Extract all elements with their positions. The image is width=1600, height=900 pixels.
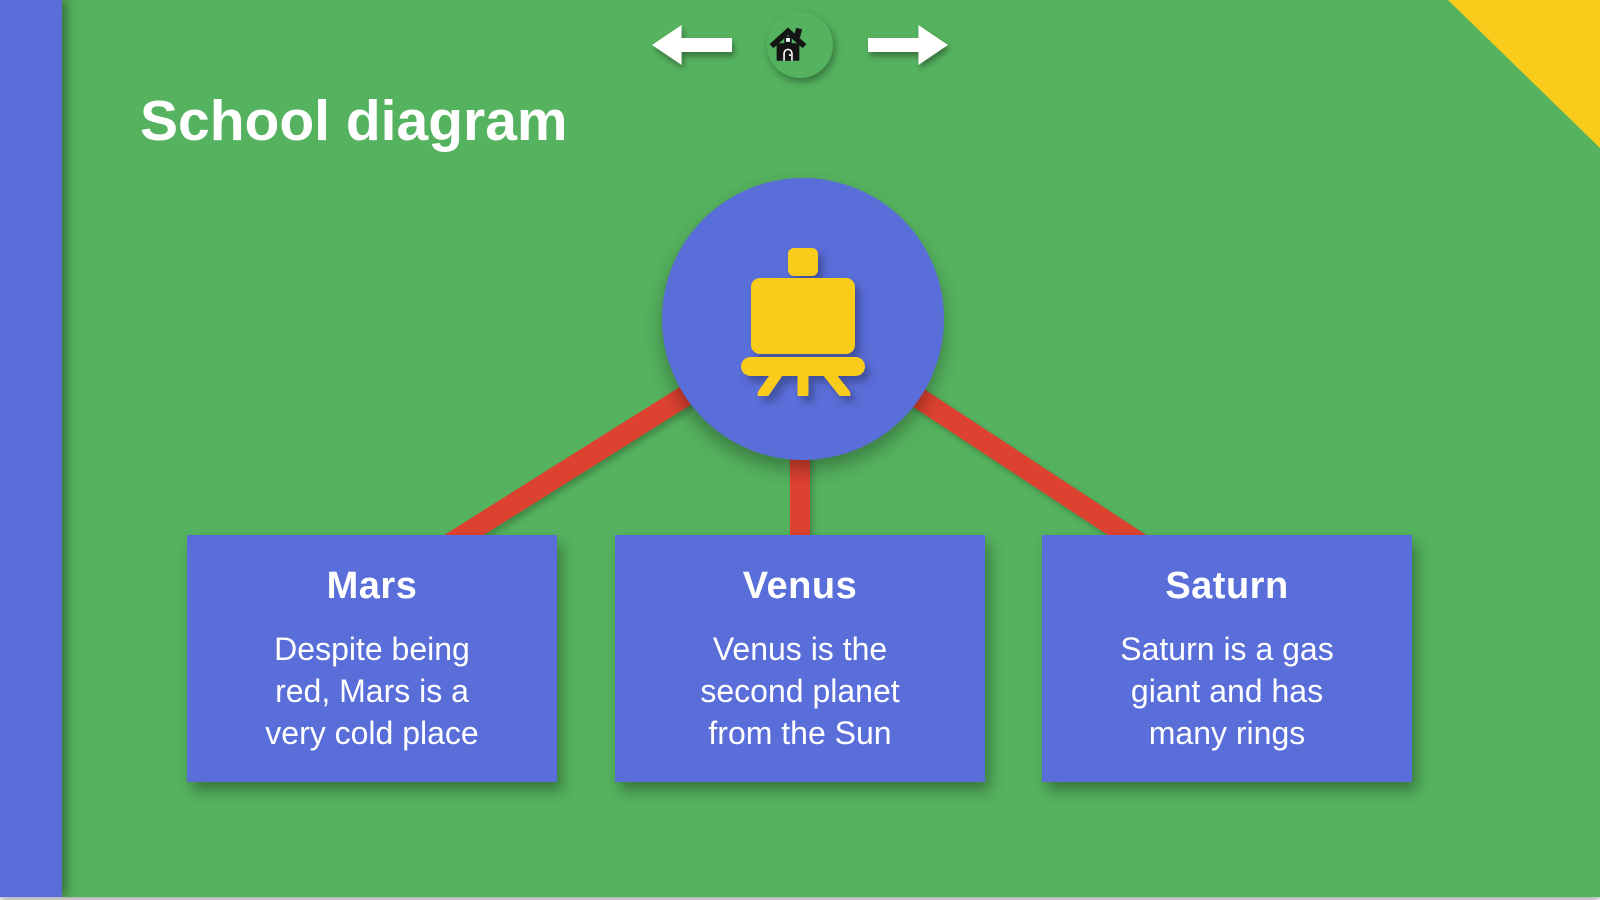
next-slide-button[interactable] <box>868 22 948 68</box>
card-title: Saturn <box>1165 565 1289 607</box>
home-button[interactable] <box>767 12 833 78</box>
right-arrow-icon <box>868 25 948 65</box>
card-title: Venus <box>742 565 858 607</box>
card-body: Despite being red, Mars is a very cold p… <box>265 631 479 752</box>
easel-icon-wrap <box>741 248 865 460</box>
previous-slide-button[interactable] <box>652 22 732 68</box>
card-title: Mars <box>326 565 418 607</box>
left-accent-stripe <box>0 0 62 897</box>
slide-title: School diagram <box>140 89 568 153</box>
home-icon <box>769 27 807 61</box>
card-body: Saturn is a gas giant and has many rings <box>1120 631 1334 752</box>
card-body: Venus is the second planet from the Sun <box>700 631 900 752</box>
diagram-card-venus: Venus Venus is the second planet from th… <box>615 535 985 782</box>
slide-navigation <box>652 12 948 78</box>
diagram-card-saturn: Saturn Saturn is a gas giant and has man… <box>1042 535 1412 782</box>
left-arrow-icon <box>652 25 732 65</box>
diagram-card-mars: Mars Despite being red, Mars is a very c… <box>187 535 557 782</box>
diagram-center-node <box>662 178 944 460</box>
easel-icon <box>741 248 865 400</box>
